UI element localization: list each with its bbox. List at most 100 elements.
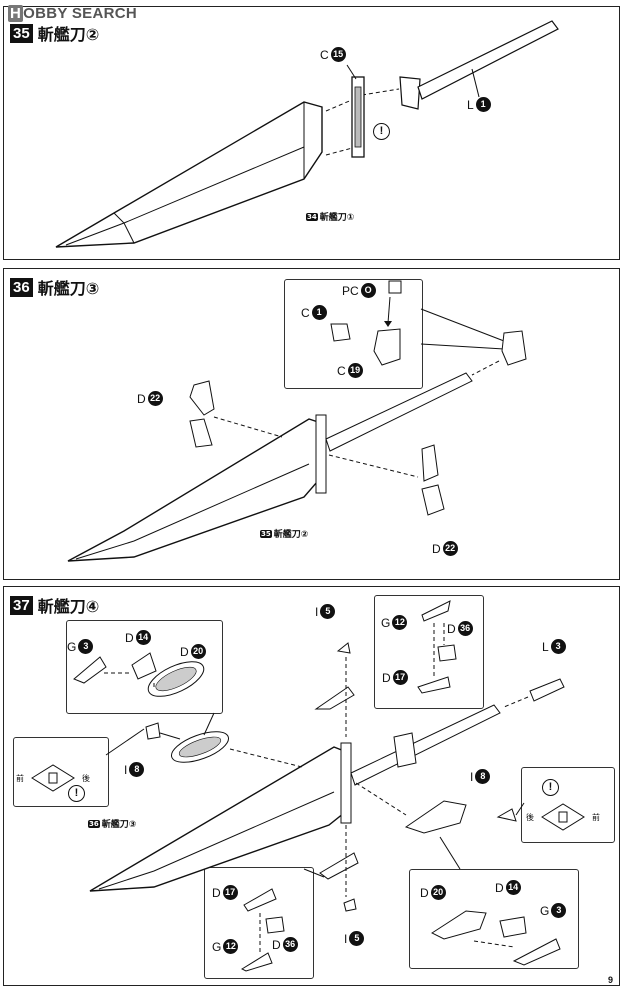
part-d22-right: [421, 444, 439, 482]
part-g3-lower: [512, 938, 561, 966]
part-pc: [388, 280, 402, 294]
step-title: 斬艦刀③: [37, 279, 100, 298]
part-d36: [437, 644, 457, 662]
step-title: 斬艦刀④: [37, 597, 100, 616]
arrow-line: [473, 940, 515, 948]
step-37-heading: 37 斬艦刀④: [10, 593, 99, 617]
step-36-panel: 36 斬艦刀③: [3, 268, 620, 580]
arrow-line: [503, 696, 529, 708]
leader-line: [420, 343, 505, 350]
handle-shaft: [350, 704, 501, 786]
arrow-line: [325, 146, 357, 156]
caution-mark: !: [373, 121, 390, 140]
arrow-head: [384, 321, 392, 327]
part-c1: [330, 323, 351, 342]
front-label: 前: [16, 773, 24, 783]
part-assembled: [501, 330, 527, 366]
part-d22-right-b: [421, 484, 445, 516]
caution-mark-left: !: [68, 783, 85, 802]
part-d36-lower: [265, 916, 285, 934]
part-g12: [421, 600, 451, 622]
step-37-illustration: [73, 600, 565, 972]
handle-guard: [393, 732, 417, 768]
arrow-line: [471, 360, 500, 376]
leader-line: [303, 868, 325, 878]
handle-shaft: [417, 20, 559, 100]
step-title: 斬艦刀②: [37, 25, 100, 44]
orientation-diamond-icon: [541, 803, 585, 831]
leader-line: [471, 68, 480, 98]
leader-line: [420, 308, 505, 342]
leader-line: [346, 64, 357, 80]
part-i8-left: [145, 722, 161, 740]
arrow-line: [387, 296, 391, 324]
step-35-illustration: [55, 20, 559, 248]
orientation-left-content: 前 後: [16, 755, 104, 801]
step-number: 37: [10, 595, 33, 615]
part-d14: [131, 652, 157, 680]
step-36-heading: 36 斬艦刀③: [10, 275, 99, 299]
orientation-right-content: 後 前: [526, 797, 610, 837]
part-c19: [373, 328, 401, 366]
handle-guard: [399, 76, 421, 110]
leader-line: [105, 728, 145, 756]
step-35-heading: 35 斬艦刀②: [10, 21, 99, 45]
part-bottom-cap: [319, 852, 359, 880]
arrow-line: [361, 88, 400, 96]
guard: [315, 414, 327, 494]
part-i5-top: [336, 642, 351, 654]
part-d22-left-b: [189, 418, 213, 448]
arrow-line: [213, 416, 283, 438]
arrow-line: [328, 454, 419, 478]
part-l3: [529, 678, 565, 702]
part-g3: [73, 656, 107, 684]
part-side-pod-right: [404, 800, 467, 834]
caution-mark-right: !: [542, 777, 559, 796]
back-label: 後: [526, 812, 534, 822]
orientation-diamond-icon: [31, 764, 75, 792]
blade-outline: [55, 101, 323, 248]
part-g12-lower: [240, 952, 273, 972]
part-i8-right: [496, 808, 517, 822]
part-side-pod-left-grill: [178, 736, 222, 758]
leader-line: [515, 802, 525, 816]
arrow-line: [229, 748, 303, 768]
step-number: 36: [10, 277, 33, 297]
part-d14-lower: [499, 916, 527, 938]
part-d17-lower: [243, 888, 277, 912]
part-top-cap: [314, 686, 355, 710]
part-i5-bottom: [343, 898, 357, 912]
part-c15-detail: [354, 86, 362, 148]
handle-shaft: [325, 372, 473, 452]
blade-edge-line: [75, 463, 310, 560]
leader-line: [203, 712, 215, 736]
part-d17: [417, 676, 451, 694]
arrow-line: [355, 782, 407, 816]
guard: [340, 742, 352, 824]
leader-line: [439, 836, 461, 870]
arrow-line: [325, 98, 355, 112]
orientation-inset-right: [521, 767, 615, 843]
